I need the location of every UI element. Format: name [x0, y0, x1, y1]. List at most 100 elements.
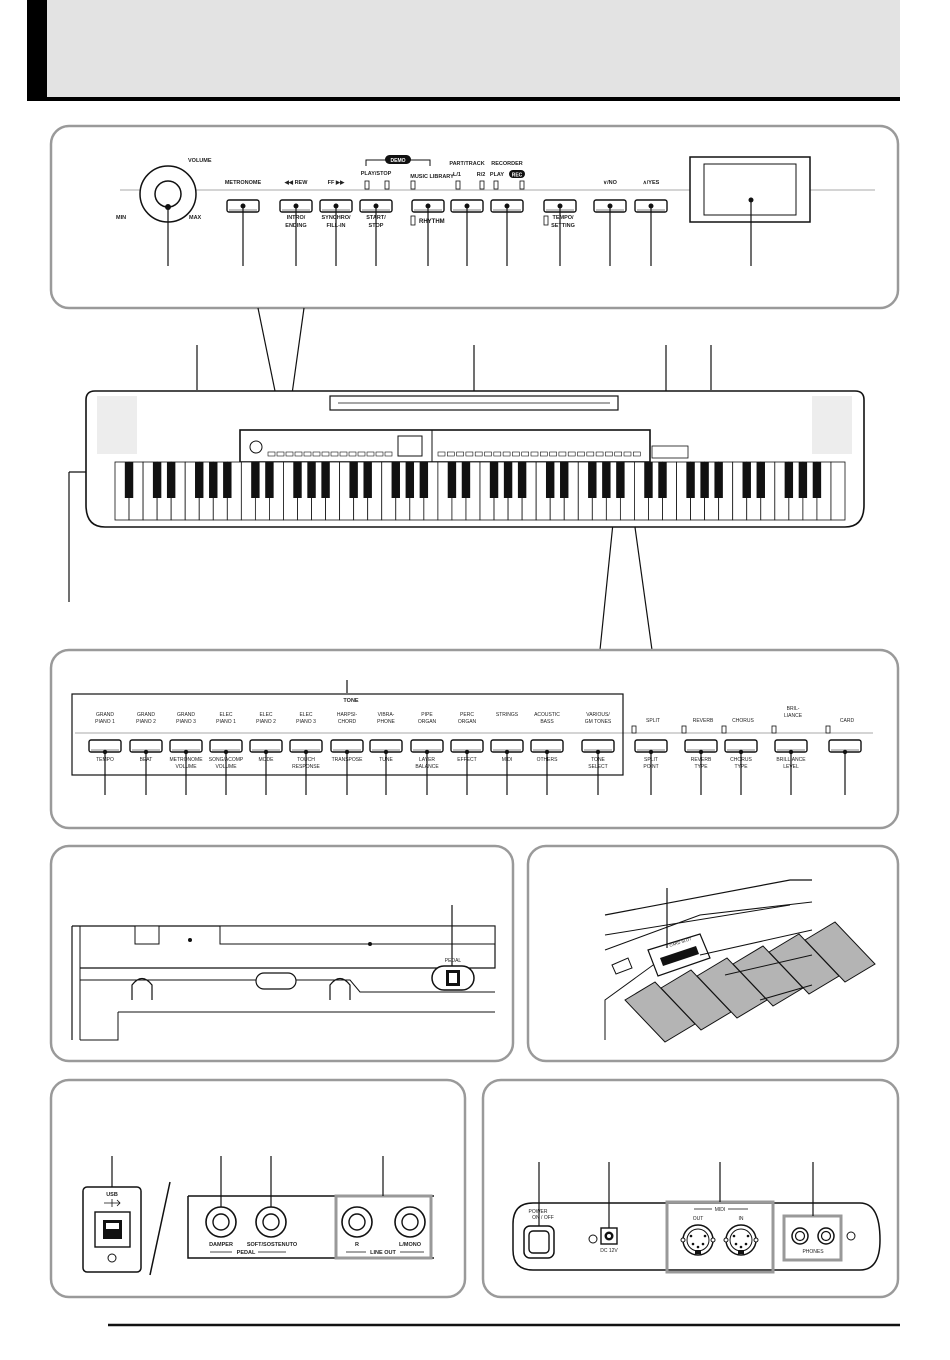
callout-dot — [263, 749, 269, 755]
black-key — [124, 462, 134, 498]
usb-icon — [104, 1199, 121, 1207]
black-key — [363, 462, 372, 498]
black-key — [517, 462, 527, 498]
rec-badge — [509, 170, 525, 178]
black-key — [447, 462, 457, 498]
callout-dot — [595, 749, 601, 755]
perspective-key — [804, 921, 876, 983]
callout-dot — [698, 749, 704, 755]
recorder-label: RECORDER — [491, 161, 523, 167]
page-header — [27, 0, 900, 101]
power-switch[interactable] — [523, 1225, 555, 1259]
tone-label-line1: STRINGS — [496, 712, 519, 718]
black-key — [503, 462, 513, 498]
damper-jack[interactable] — [205, 1206, 237, 1238]
line-out-r-jack[interactable] — [341, 1206, 373, 1238]
setting-top-label: SPLIT — [646, 718, 660, 724]
line-out-r-label: R — [355, 1242, 359, 1248]
black-key — [812, 462, 822, 498]
callout-dot — [842, 749, 848, 755]
ff-label: FF ▶▶ — [328, 179, 345, 186]
black-key — [223, 462, 232, 498]
callout-dot — [303, 749, 309, 755]
tone-label-line1: PERC — [460, 712, 474, 718]
black-key — [784, 462, 794, 498]
top-control-panel: VOLUME MIN MAX METRONOME ◀◀ REW FF ▶▶ PL… — [49, 124, 900, 310]
tone-label-line2: PIANO 3 — [296, 719, 316, 725]
part-track-label: PART/TRACK — [449, 161, 484, 167]
pedal-jack[interactable] — [431, 965, 475, 991]
tempo-setting-label-1: TEMPO/ — [552, 215, 574, 221]
metronome-label: METRONOME — [225, 180, 262, 186]
play-stop-label: PLAY/STOP — [361, 171, 392, 177]
tone-label-line1: GRAND — [137, 712, 155, 718]
usb-port[interactable] — [94, 1211, 131, 1248]
callout-dot — [223, 749, 229, 755]
callout-dot — [748, 197, 754, 203]
setting-top-label-2: LIANCE — [784, 713, 803, 719]
demo-badge-text: DEMO — [391, 158, 406, 164]
midi-in-port[interactable] — [723, 1224, 759, 1256]
setting-top-label: CARD — [840, 718, 855, 724]
black-key — [307, 462, 316, 498]
tone-label-line1: GRAND — [96, 712, 114, 718]
phones-jack-2[interactable] — [817, 1227, 835, 1245]
keyboard-instrument — [85, 390, 865, 528]
soft-sostenuto-label: SOFT/SOSTENUTO — [247, 1242, 298, 1248]
black-key — [166, 462, 176, 498]
black-key — [714, 462, 723, 498]
black-key — [405, 462, 415, 498]
black-key — [209, 462, 218, 498]
soft-sostenuto-jack[interactable] — [255, 1206, 287, 1238]
callout-dot — [165, 204, 171, 210]
line-out-group-label: LINE OUT — [370, 1250, 396, 1256]
tone-label-line2: PIANO 1 — [95, 719, 115, 725]
callout-dot — [102, 749, 108, 755]
top-callout-lines — [165, 197, 754, 266]
power-sub-label: ON / OFF — [532, 1215, 554, 1221]
midi-out-label: OUT — [693, 1216, 704, 1222]
card-slot[interactable] — [647, 933, 711, 977]
indicator-lamp — [631, 725, 637, 734]
white-key — [830, 461, 846, 521]
callout-dot — [464, 749, 470, 755]
demo-badge — [385, 155, 411, 164]
phones-jack-1[interactable] — [791, 1227, 809, 1245]
usb-label: USB — [106, 1192, 118, 1198]
tone-label-line2: GM TONES — [585, 719, 612, 725]
black-key — [756, 462, 765, 498]
black-key — [419, 462, 429, 498]
callout-dot — [373, 203, 379, 209]
tone-label-line2: CHORD — [338, 719, 357, 725]
callout-dot — [333, 203, 339, 209]
line-out-lmono-label: L/MONO — [399, 1242, 422, 1248]
black-key — [588, 462, 597, 498]
midi-out-port[interactable] — [680, 1224, 716, 1256]
tone-button-10[interactable] — [450, 739, 484, 753]
callout-dot — [648, 749, 654, 755]
tone-label-line2: ORGAN — [458, 719, 477, 725]
black-key — [293, 462, 302, 498]
midi-label: MIDI — [715, 1207, 726, 1213]
callout-dot — [504, 203, 510, 209]
dc-jack[interactable] — [600, 1227, 618, 1245]
play-label: PLAY — [490, 172, 504, 178]
indicator-lamp — [721, 725, 727, 734]
setting-top-label: CHORUS — [732, 718, 754, 724]
indicator-lamp — [825, 725, 831, 734]
tone-label-line1: ELEC — [299, 712, 312, 718]
callout-dot — [344, 749, 350, 755]
black-key — [349, 462, 358, 498]
callout-dot — [648, 203, 654, 209]
mini-control-panel — [239, 429, 651, 463]
black-key — [742, 462, 751, 498]
black-key — [321, 462, 330, 498]
line-out-lmono-jack[interactable] — [394, 1206, 426, 1238]
black-key — [644, 462, 653, 498]
rear-connector-panel-right: POWER ON / OFF DC 12V MIDI OUT IN — [481, 1078, 900, 1299]
damper-label: DAMPER — [209, 1242, 233, 1248]
callout-dot — [544, 749, 550, 755]
tone-group-label: TONE — [343, 698, 359, 704]
